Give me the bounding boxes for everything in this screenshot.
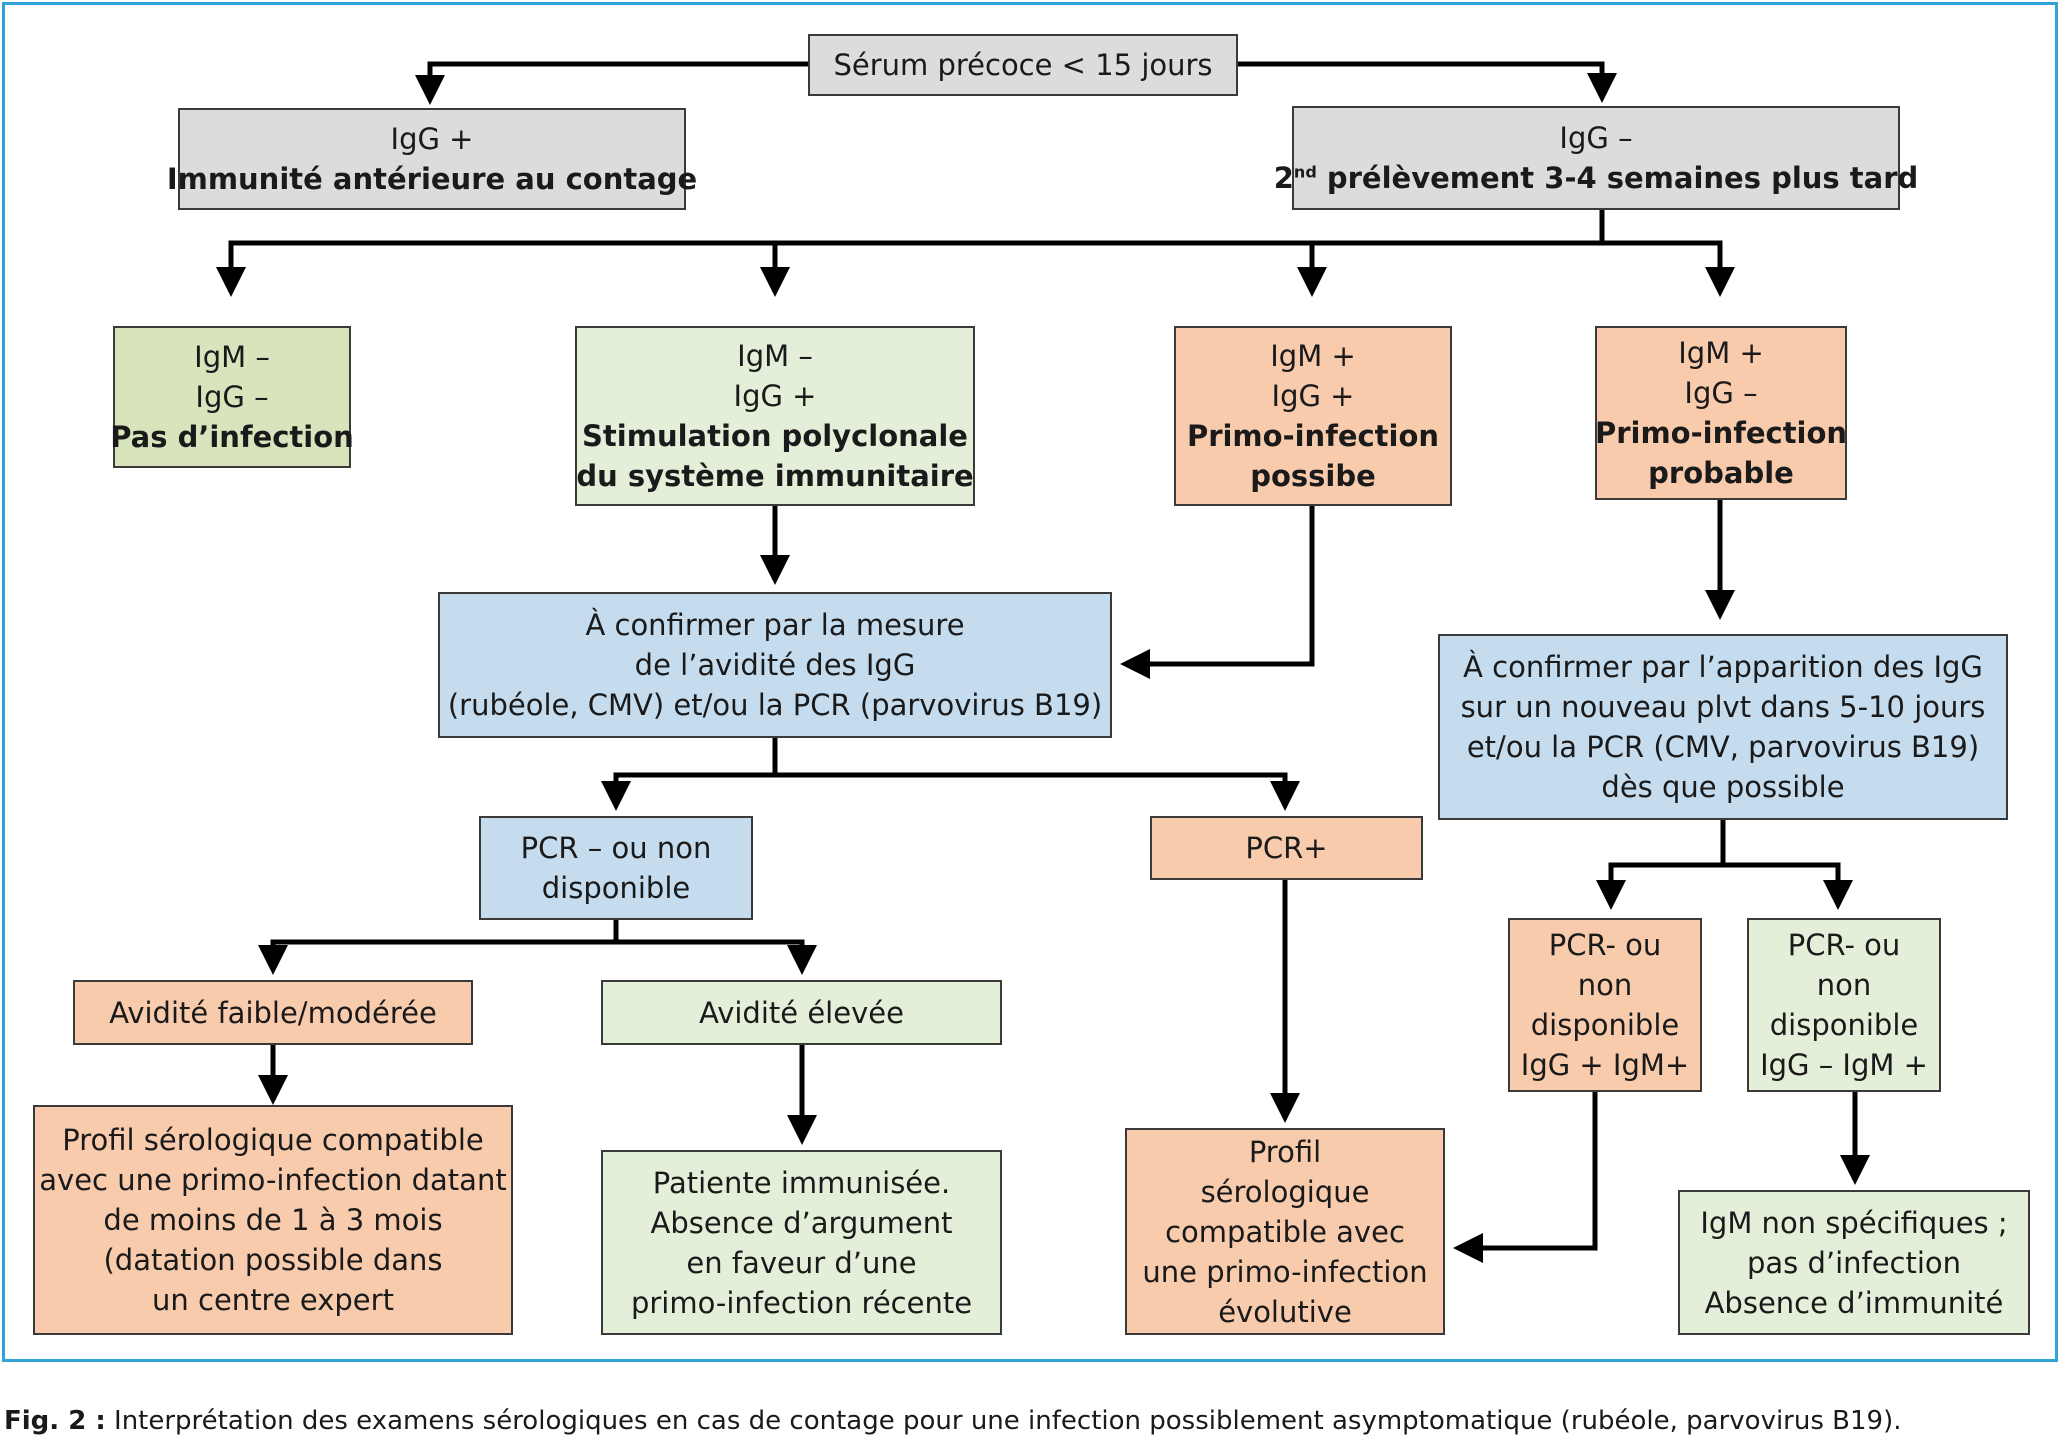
igg-positive-box: IgG + Immunité antérieure au contage <box>167 108 697 210</box>
pcr-neg-igg-neg-line-4: IgG – IgM + <box>1760 1048 1928 1082</box>
confirm-avidity-line-2: de l’avidité des IgG <box>634 648 916 682</box>
profile-dated-line-1: Profil sérologique compatible <box>62 1123 484 1157</box>
caption-text: Interprétation des examens sérologiques … <box>105 1406 1902 1436</box>
nonspecific-line-1: IgM non spécifiques ; <box>1700 1205 2008 1240</box>
primo-probable-line-3: Primo-infection <box>1594 416 1848 450</box>
igg-positive-line-1: IgG + <box>390 122 474 156</box>
profile-evolving-line-3: compatible avec <box>1165 1214 1405 1249</box>
igg-negative-box: IgG – 2nd prélèvement 3-4 semaines plus … <box>1274 106 1918 210</box>
igg-negative-line-2: 2nd prélèvement 3-4 semaines plus tard <box>1273 161 1919 195</box>
primo-possible-box: IgM + IgG + Primo-infection possibe <box>1174 326 1452 506</box>
profile-evolving-line-5: évolutive <box>1218 1294 1352 1329</box>
immunized-line-1: Patiente immunisée. <box>652 1165 951 1200</box>
profile-dated-line-4: (datation possible dans <box>103 1243 443 1277</box>
pcr-negative-box: PCR – ou non disponible <box>479 816 753 920</box>
start-line-1: Sérum précoce < 15 jours <box>833 48 1213 82</box>
igg-negative-line-1: IgG – <box>1559 121 1633 155</box>
profile-evolving-line-1: Profil <box>1248 1134 1322 1169</box>
confirm-avidity-box: À confirmer par la mesure de l’avidité d… <box>438 592 1112 738</box>
confirm-igg-line-2: sur un nouveau plvt dans 5-10 jours <box>1460 690 1986 724</box>
avidity-high-box: Avidité élevée <box>601 980 1002 1045</box>
confirm-avidity-line-3: (rubéole, CMV) et/ou la PCR (parvovirus … <box>447 688 1103 722</box>
immunized-line-2: Absence d’argument <box>650 1205 953 1240</box>
pcr-neg-igg-pos-line-4: IgG + IgM+ <box>1520 1048 1690 1082</box>
figure-frame <box>2 2 2058 1362</box>
primo-possible-line-1: IgM + <box>1270 339 1356 373</box>
no-infection-line-3: Pas d’infection <box>110 420 354 454</box>
profile-dated-line-2: avec une primo-infection datant <box>39 1163 507 1197</box>
avidity-low-box: Avidité faible/modérée <box>73 980 473 1045</box>
primo-probable-line-2: IgG – <box>1684 376 1758 410</box>
profile-evolving-line-2: sérologique <box>1200 1174 1370 1209</box>
confirm-igg-line-4: dès que possible <box>1601 770 1845 804</box>
immunized-box: Patiente immunisée. Absence d’argument e… <box>601 1150 1002 1335</box>
pcr-neg-igg-neg-line-3: disponible <box>1769 1008 1919 1042</box>
polyclonal-line-3: Stimulation polyclonale <box>582 419 968 453</box>
pcr-negative-line-2: disponible <box>541 871 691 905</box>
profile-dated-line-3: de moins de 1 à 3 mois <box>103 1203 443 1237</box>
confirm-igg-line-3: et/ou la PCR (CMV, parvovirus B19) <box>1466 730 1980 764</box>
start-box: Sérum précoce < 15 jours <box>808 34 1238 96</box>
avidity-low-line-1: Avidité faible/modérée <box>109 995 437 1030</box>
pcr-positive-line-1: PCR+ <box>1245 831 1328 865</box>
polyclonal-line-2: IgG + <box>733 379 817 413</box>
nonspecific-box: IgM non spécifiques ; pas d’infection Ab… <box>1678 1190 2030 1335</box>
primo-probable-line-1: IgM + <box>1678 336 1764 370</box>
immunized-line-3: en faveur d’une <box>686 1245 917 1280</box>
primo-probable-box: IgM + IgG – Primo-infection probable <box>1595 326 1847 500</box>
caption-label: Fig. 2 : <box>4 1406 106 1436</box>
pcr-neg-igg-neg-line-2: non <box>1816 968 1872 1002</box>
profile-dated-line-5: un centre expert <box>152 1283 394 1317</box>
profile-evolving-line-4: une primo-infection <box>1142 1254 1428 1289</box>
profile-dated-box: Profil sérologique compatible avec une p… <box>33 1105 513 1335</box>
pcr-neg-igg-neg-line-1: PCR- ou <box>1787 928 1901 962</box>
pcr-neg-igg-pos-line-3: disponible <box>1530 1008 1680 1042</box>
figure-caption: Fig. 2 : Interprétation des examens séro… <box>4 1405 1902 1437</box>
no-infection-box: IgM – IgG – Pas d’infection <box>110 326 354 468</box>
pcr-neg-igg-pos-line-2: non <box>1577 968 1633 1002</box>
no-infection-line-2: IgG – <box>195 380 269 414</box>
primo-probable-line-4: probable <box>1648 456 1794 490</box>
confirm-igg-line-1: À confirmer par l’apparition des IgG <box>1463 650 1983 684</box>
primo-possible-line-2: IgG + <box>1271 379 1355 413</box>
polyclonal-line-4: du système immunitaire <box>576 459 974 493</box>
avidity-high-line-1: Avidité élevée <box>699 995 904 1030</box>
primo-possible-line-4: possibe <box>1250 459 1376 493</box>
pcr-positive-box: PCR+ <box>1150 816 1423 880</box>
igg-positive-line-2: Immunité antérieure au contage <box>166 162 698 196</box>
immunized-line-4: primo-infection récente <box>630 1285 973 1320</box>
pcr-neg-igg-neg-box: PCR- ou non disponible IgG – IgM + <box>1747 918 1941 1092</box>
pcr-neg-igg-pos-line-1: PCR- ou <box>1548 928 1662 962</box>
confirm-igg-box: À confirmer par l’apparition des IgG sur… <box>1438 634 2008 820</box>
polyclonal-box: IgM – IgG + Stimulation polyclonale du s… <box>575 326 975 506</box>
pcr-neg-igg-pos-box: PCR- ou non disponible IgG + IgM+ <box>1508 918 1702 1092</box>
pcr-negative-line-1: PCR – ou non <box>520 831 712 865</box>
no-infection-line-1: IgM – <box>194 340 270 374</box>
primo-possible-line-3: Primo-infection <box>1186 419 1440 453</box>
confirm-avidity-line-1: À confirmer par la mesure <box>585 608 965 642</box>
nonspecific-line-2: pas d’infection <box>1746 1245 1962 1280</box>
profile-evolving-box: Profil sérologique compatible avec une p… <box>1125 1128 1445 1335</box>
nonspecific-line-3: Absence d’immunité <box>1704 1285 2004 1320</box>
polyclonal-line-1: IgM – <box>737 339 813 373</box>
